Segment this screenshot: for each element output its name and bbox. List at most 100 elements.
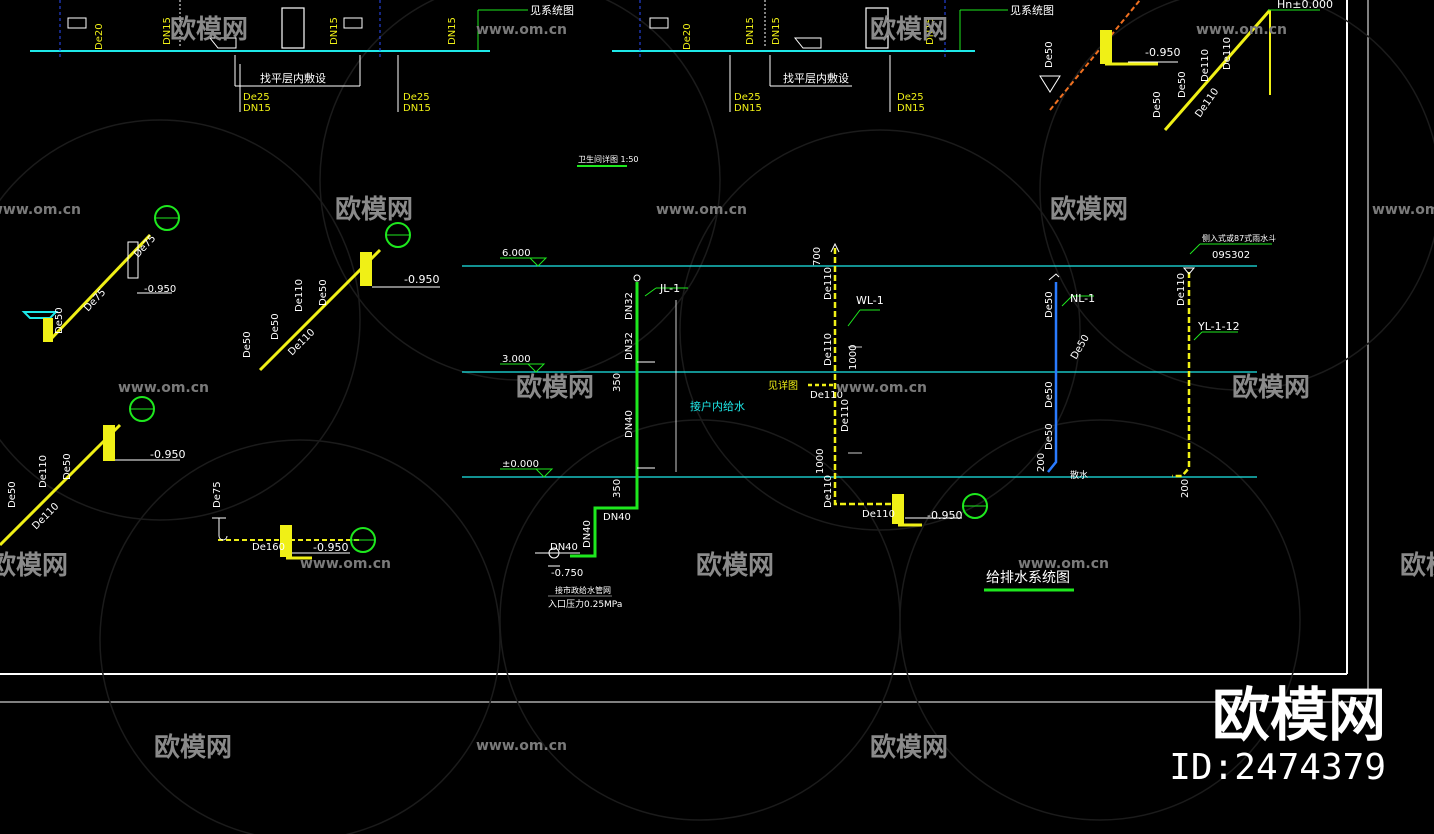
note: 接户内给水 xyxy=(690,399,745,413)
label: De25 xyxy=(243,92,270,103)
label: DN15 xyxy=(734,103,762,114)
label: De50 xyxy=(1177,71,1188,98)
label: De50 xyxy=(1044,291,1055,318)
watermark-brand: 欧模网 xyxy=(0,550,68,581)
label: DN15 xyxy=(243,103,271,114)
label: De110 xyxy=(294,279,305,312)
label: De160 xyxy=(252,542,285,553)
label: De75 xyxy=(212,481,223,508)
riser-name: WL-1 xyxy=(856,294,884,307)
elev-label: -0.750 xyxy=(551,568,583,579)
yl-note: 侧入式或87式雨水斗 xyxy=(1202,233,1276,243)
watermark-brand: 欧模网 xyxy=(870,732,948,763)
watermark-site: www.om.cn xyxy=(1018,556,1109,572)
elev-label: -0.950 xyxy=(150,448,185,461)
label: De110 xyxy=(1200,49,1211,82)
riser-name: YL-1-12 xyxy=(1197,320,1240,333)
elev-label: -0.950 xyxy=(927,509,962,522)
label: De50 xyxy=(270,313,281,340)
label: De20 xyxy=(94,23,105,50)
label: De20 xyxy=(682,23,693,50)
watermark-site: www.om.cn xyxy=(300,556,391,572)
see-system-note: 见系统图 xyxy=(530,4,574,17)
label: De50 xyxy=(242,331,253,358)
watermark-site: www.om.cn xyxy=(836,380,927,396)
floor-note: 找平层内敷设 xyxy=(783,71,849,85)
watermark-brand: 欧模网 xyxy=(335,194,413,225)
label: 1000 xyxy=(848,345,859,370)
label: De50 xyxy=(1044,423,1055,450)
see-detail-note: 见详图 xyxy=(768,379,798,392)
label: De110 xyxy=(286,327,317,358)
iso-left-d: De75 De160 -0.950 xyxy=(212,481,376,560)
watermark-id: ID:2474379 xyxy=(1169,747,1386,788)
watermark-brand: 欧模网 xyxy=(696,550,774,581)
svg-text:卫生间详图 1:50: 卫生间详图 1:50 xyxy=(578,154,639,164)
yl-ref: 09S302 xyxy=(1212,250,1250,261)
elev-label: -0.950 xyxy=(1145,46,1180,59)
level-label: ±0.000 xyxy=(502,459,539,470)
label: De25 xyxy=(897,92,924,103)
watermark-site: www.om.cn xyxy=(476,738,567,754)
elev-label: -0.950 xyxy=(404,273,439,286)
label: De110 xyxy=(30,501,61,532)
label: De110 xyxy=(1176,273,1187,306)
label: De110 xyxy=(38,455,49,488)
watermark-brand: 欧模网 xyxy=(1400,550,1434,581)
bath-detail-left: De20 DN15 DN15 DN15 见系统图 找平层内敷设 De25 DN1… xyxy=(30,0,574,114)
label: De50 xyxy=(1044,381,1055,408)
label: De50 xyxy=(1152,91,1163,118)
label: De110 xyxy=(862,509,895,520)
label: 200 xyxy=(1036,453,1047,472)
label: 350 xyxy=(612,373,623,392)
label: De110 xyxy=(1222,37,1233,70)
label: De50 xyxy=(62,453,73,480)
label: De110 xyxy=(840,399,851,432)
label: DN40 xyxy=(603,512,631,523)
watermark-site: www.om.cn xyxy=(0,202,81,218)
iso-left-a: De50 De75 De75 -0.950 xyxy=(21,205,180,342)
riser-name: NL-1 xyxy=(1070,292,1095,305)
label: DN40 xyxy=(582,520,593,548)
label: DN15 xyxy=(403,103,431,114)
label: DN15 xyxy=(897,103,925,114)
watermark-brand: 欧模网 xyxy=(170,14,248,45)
label: DN15 xyxy=(771,17,782,45)
label: DN40 xyxy=(550,542,578,553)
system-title: 给排水系统图 xyxy=(986,570,1070,586)
label: DN32 xyxy=(624,332,635,360)
watermark-brand: 欧模网 xyxy=(1050,194,1128,225)
pressure-note: 入口压力0.25MPa xyxy=(548,598,622,610)
label: De75 xyxy=(132,233,158,260)
drawing-frame xyxy=(0,0,1369,703)
label: DN15 xyxy=(162,17,173,45)
watermark-site: www.om.cn xyxy=(1372,202,1434,218)
label: De110 xyxy=(823,267,834,300)
watermark-brand: 欧模网 xyxy=(516,372,594,403)
floor-note: 找平层内敷设 xyxy=(260,71,326,85)
label: 1000 xyxy=(815,449,826,474)
label: De50 xyxy=(7,481,18,508)
watermark-brand: 欧模网 xyxy=(1232,372,1310,403)
level-label: 6.000 xyxy=(502,248,531,259)
label: DN32 xyxy=(624,292,635,320)
label: DN15 xyxy=(447,17,458,45)
label: De110 xyxy=(823,333,834,366)
elev-label: -0.950 xyxy=(313,541,348,554)
label: DN15 xyxy=(925,17,936,45)
watermark-corner-brand: 欧模网 xyxy=(1211,681,1386,749)
label: DN15 xyxy=(745,17,756,45)
hn-label: Hn±0.000 xyxy=(1277,0,1333,11)
watermark-site: www.om.cn xyxy=(476,22,567,38)
label: 700 xyxy=(812,247,823,266)
watermark-site: www.om.cn xyxy=(1196,22,1287,38)
label: De25 xyxy=(734,92,761,103)
drain-note: 散水 xyxy=(1070,469,1088,481)
system-diagram: 6.000 3.000 ±0.000 JL-1 DN32 DN32 350 DN… xyxy=(462,233,1276,610)
bath-caption: 卫生间详图 1:50 xyxy=(577,154,639,167)
label: De50 xyxy=(318,279,329,306)
label: De50 xyxy=(54,307,65,334)
source-note: 接市政给水管网 xyxy=(555,585,611,595)
